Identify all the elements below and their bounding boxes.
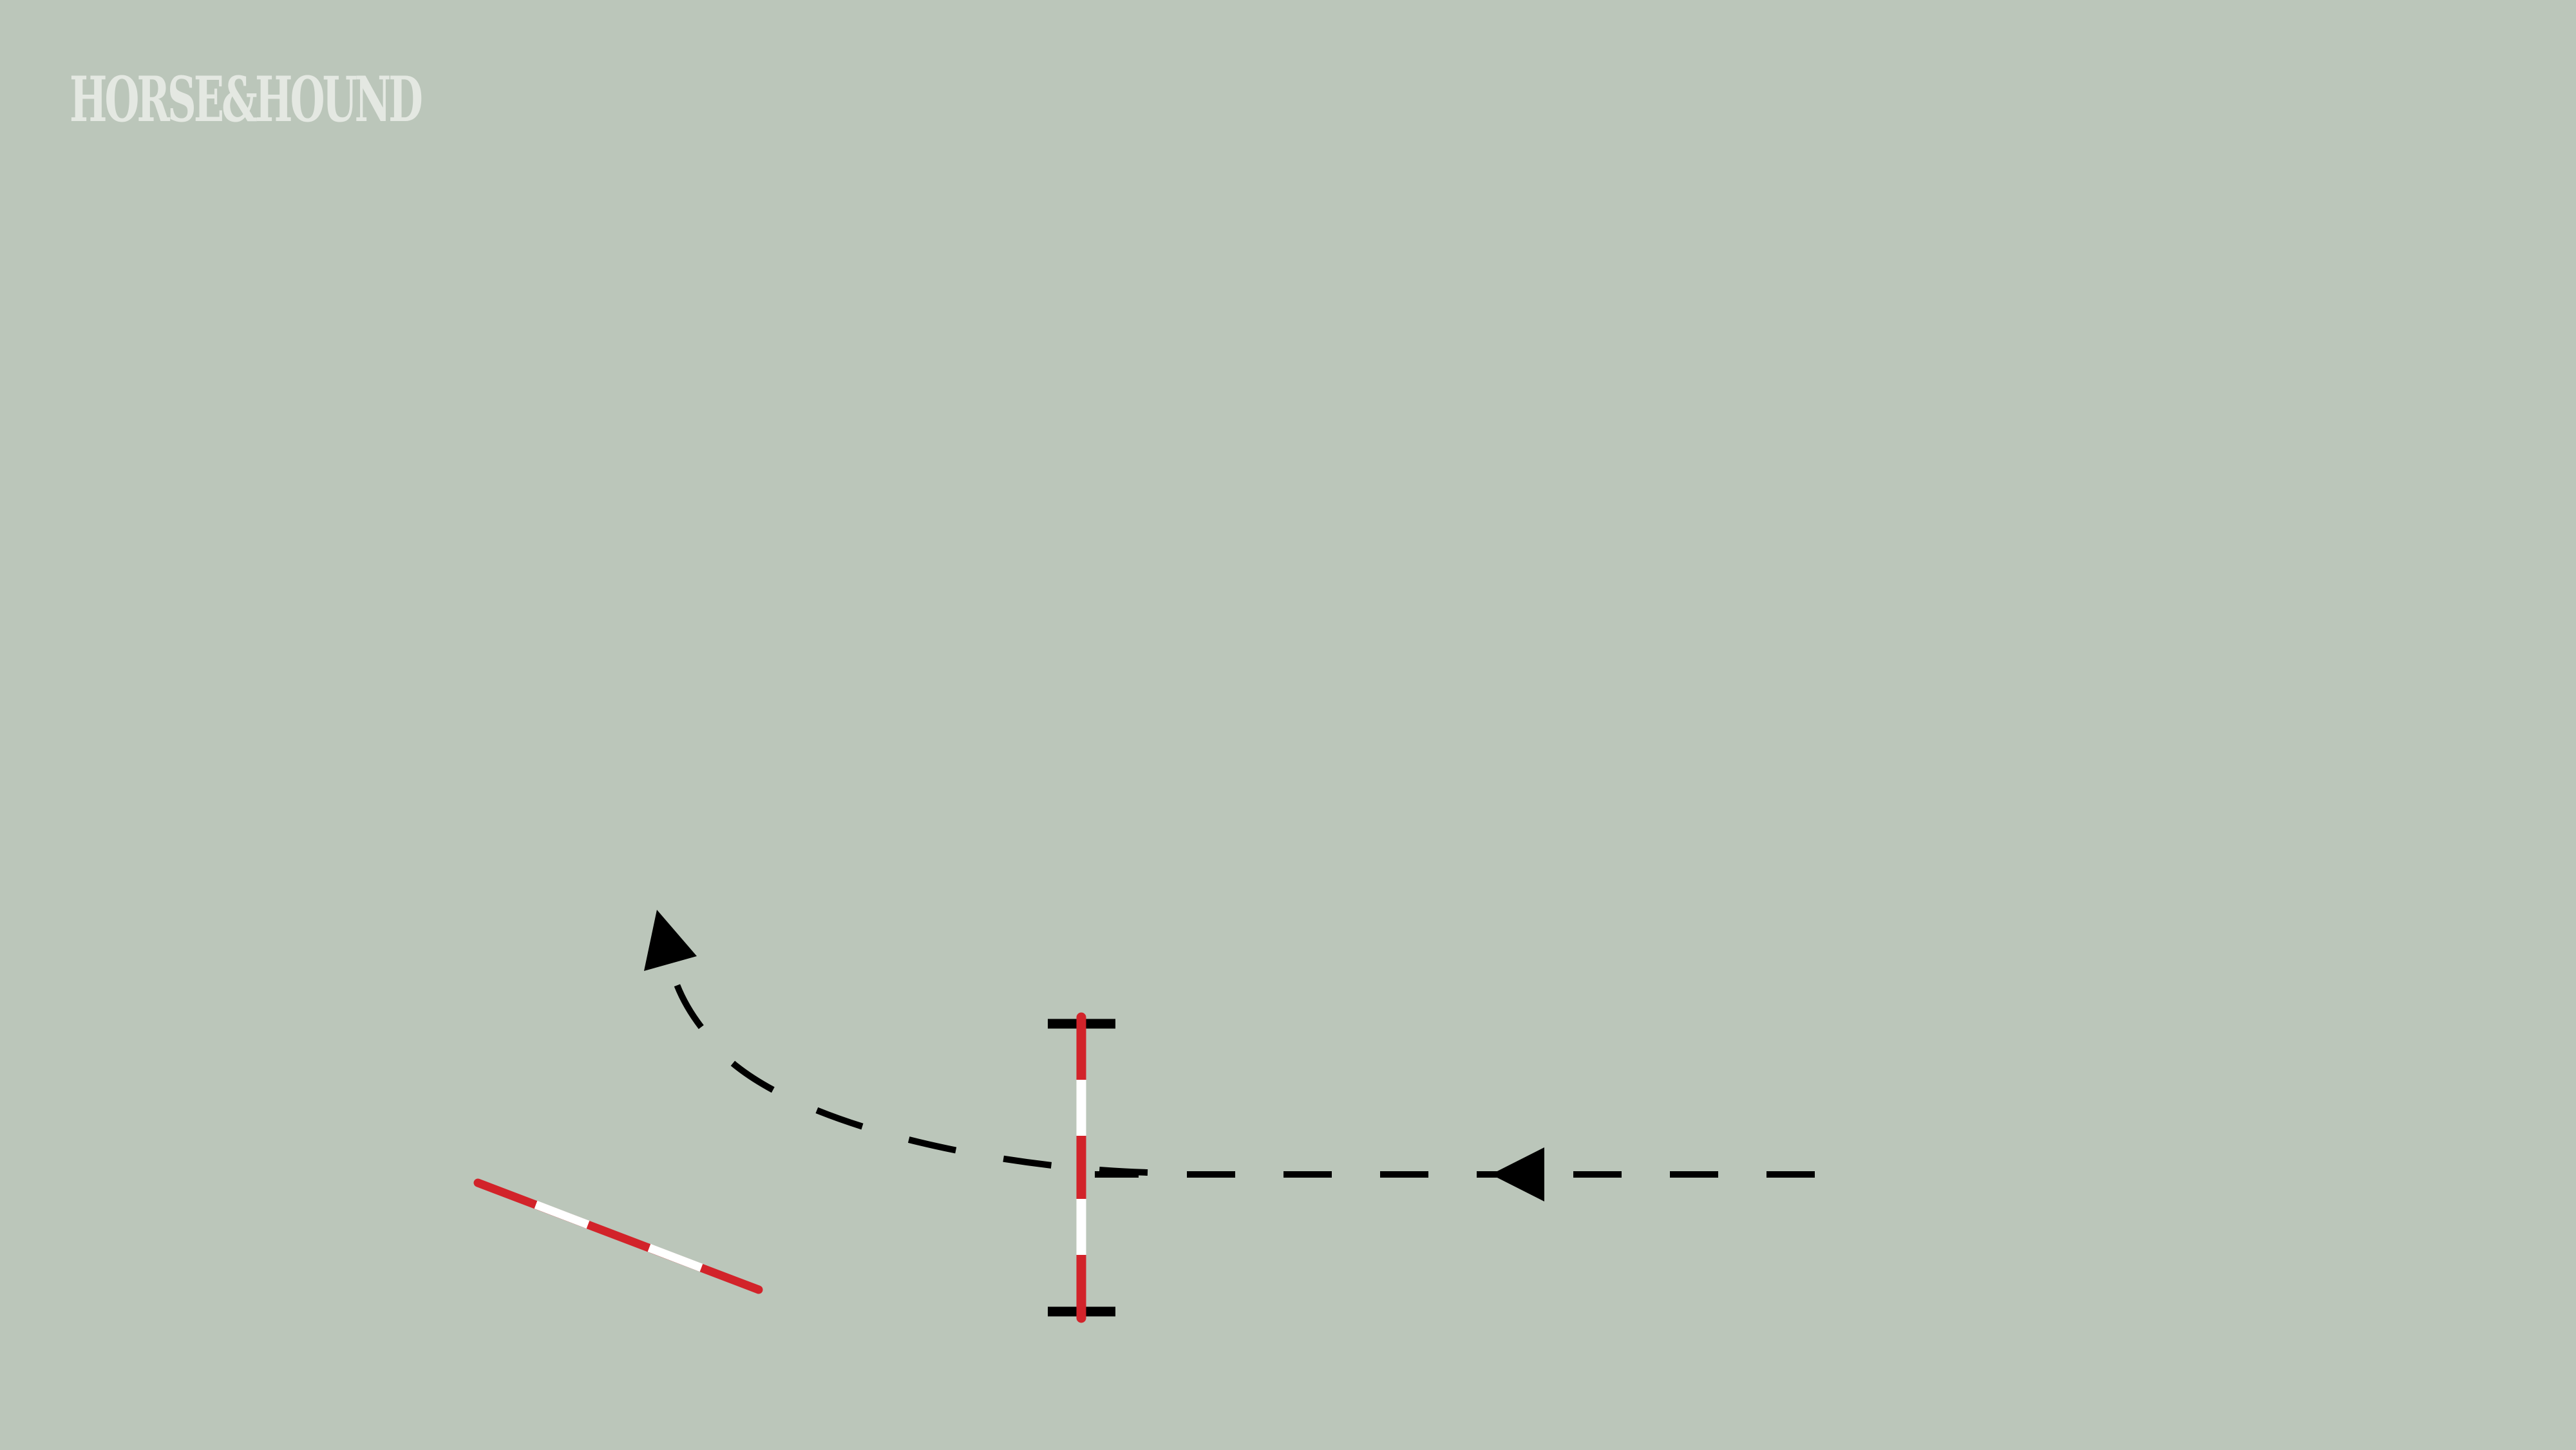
upright-fence: [1048, 1012, 1115, 1323]
ground-pole: [473, 1178, 763, 1294]
ground-pole-white-stripe: [647, 1243, 703, 1272]
ground-pole-red: [473, 1178, 763, 1294]
ground-pole-white-stripe: [534, 1200, 590, 1229]
approach-direction-arrow: [1491, 1147, 1544, 1201]
landing-turn-track: [644, 910, 1148, 1176]
turn-track-path: [667, 959, 1148, 1176]
approach-track: [1095, 1147, 1815, 1201]
brand-logo: HORSE&HOUND: [70, 63, 422, 136]
turn-direction-arrow: [644, 910, 697, 971]
